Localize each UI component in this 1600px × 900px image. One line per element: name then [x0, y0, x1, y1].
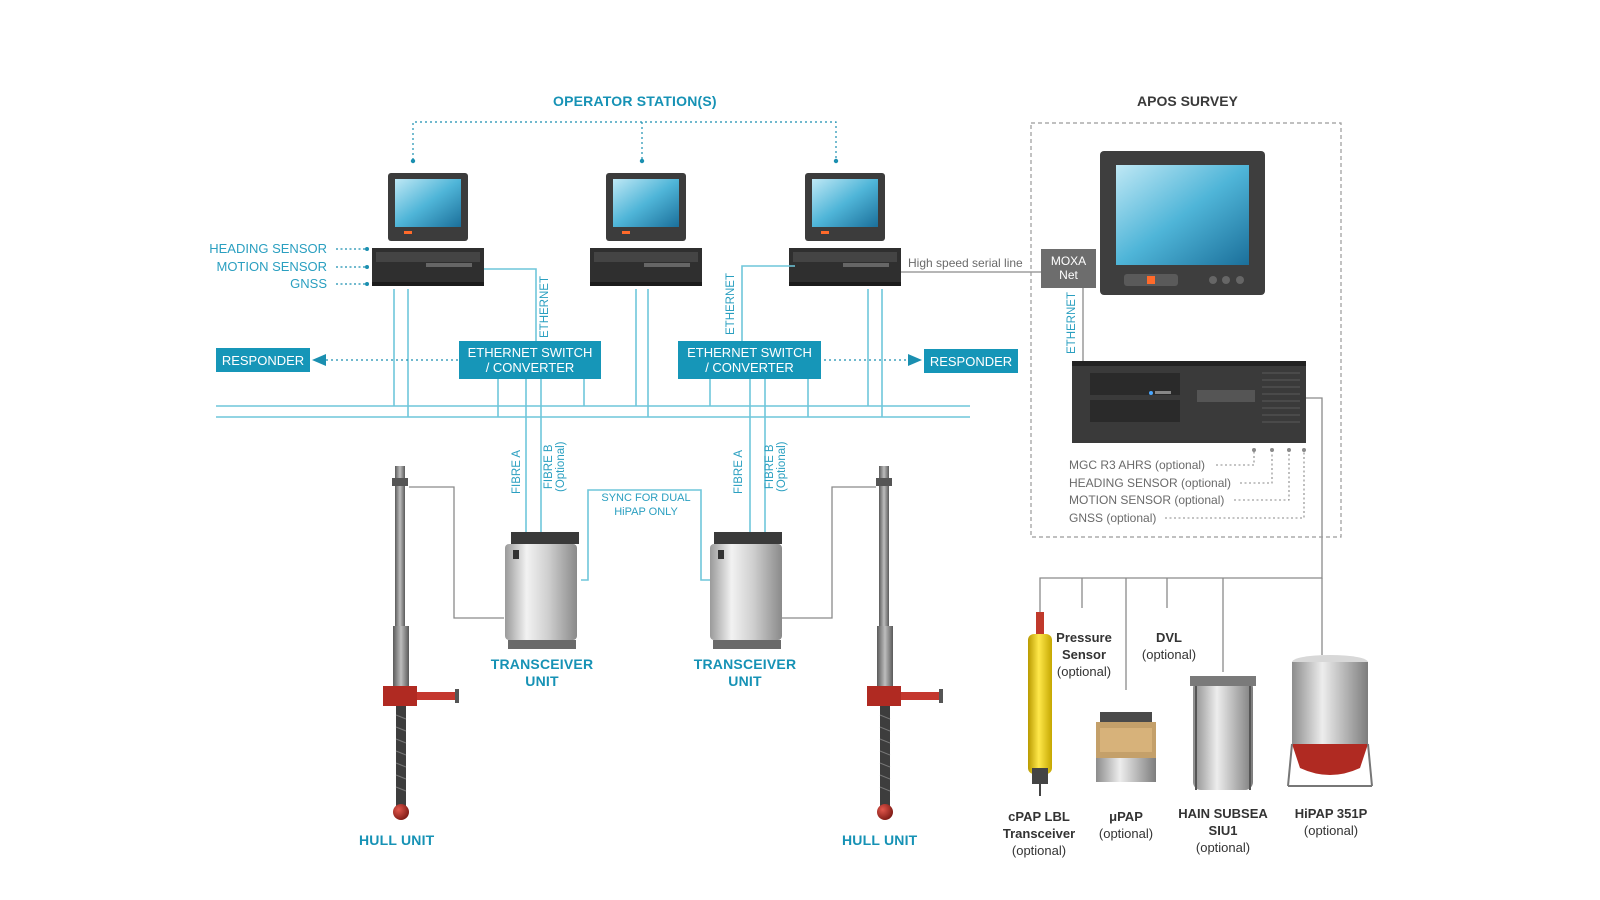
fibre-a-right: FIBRE A	[733, 449, 745, 494]
transceiver-label-right: TRANSCEIVER UNIT	[685, 656, 805, 690]
dvl-line1: DVL	[1156, 630, 1182, 645]
moxa-label: MOXA Net	[1041, 254, 1096, 282]
left-sensor-motion: MOTION SENSOR	[216, 259, 327, 274]
fibre-a-left: FIBRE A	[511, 449, 523, 494]
moxa-box	[1041, 249, 1096, 288]
apos-pc	[1072, 361, 1306, 443]
apos-sensor-dots	[1252, 448, 1306, 452]
switch-2-line2: / CONVERTER	[705, 360, 794, 375]
transceiver-right-line1: TRANSCEIVER	[693, 656, 797, 672]
cpap-line2: Transceiver	[1002, 826, 1076, 841]
transceiver-label-left: TRANSCEIVER UNIT	[482, 656, 602, 690]
switch-1-line2: / CONVERTER	[485, 360, 575, 375]
moxa-line2: Net	[1059, 268, 1078, 282]
pressure-line2: Sensor	[1061, 647, 1107, 662]
moxa-line1: MOXA	[1050, 254, 1087, 268]
hipap-label: HiPAP 351P (optional)	[1287, 805, 1375, 839]
responder-arrow-right	[908, 354, 922, 366]
fibre-b-right-line2: (Optional)	[776, 441, 788, 493]
upap-line1: μPAP	[1109, 809, 1143, 824]
hain-label: HAIN SUBSEA SIU1 (optional)	[1170, 805, 1276, 856]
responder-arrow-left	[312, 354, 326, 366]
responder-right: RESPONDER	[924, 349, 1018, 373]
workstation-1	[372, 173, 484, 286]
upap-label: μPAP (optional)	[1091, 808, 1161, 842]
apos-sensor-motion: MOTION SENSOR (optional)	[1069, 493, 1225, 507]
upap-transponder	[1096, 712, 1156, 782]
ethernet-switch-1: ETHERNET SWITCH / CONVERTER	[459, 341, 601, 379]
fibre-b-left-line1: FIBRE B	[543, 444, 555, 490]
upap-line2: (optional)	[1098, 826, 1154, 841]
dvl-label: DVL (optional)	[1134, 629, 1204, 663]
dvl-line2: (optional)	[1141, 647, 1197, 662]
hipap-line1: HiPAP 351P	[1294, 806, 1368, 821]
transceiver-left-line1: TRANSCEIVER	[490, 656, 594, 672]
hain-line3: (optional)	[1195, 840, 1251, 855]
transceiver-cabinet-left	[505, 532, 579, 649]
sync-line2: HiPAP ONLY	[614, 506, 678, 518]
sync-label: SYNC FOR DUAL HiPAP ONLY	[591, 491, 701, 519]
serial-line-label: High speed serial line	[908, 256, 1023, 270]
apos-sensor-ahrs: MGC R3 AHRS (optional)	[1069, 458, 1206, 472]
hull-unit-label-left: HULL UNIT	[359, 832, 435, 848]
hipap-line2: (optional)	[1303, 823, 1359, 838]
hull-unit-label-right: HULL UNIT	[842, 832, 918, 848]
cpap-label: cPAP LBL Transceiver (optional)	[994, 808, 1084, 859]
fibre-b-left: FIBRE B (Optional)	[543, 442, 567, 493]
ethernet-label-1: ETHERNET	[539, 276, 551, 338]
grey-lines	[409, 271, 1323, 690]
left-sensor-heading: HEADING SENSOR	[209, 241, 327, 256]
pressure-line3: (optional)	[1056, 664, 1112, 679]
switch-1-line1: ETHERNET SWITCH	[467, 345, 593, 360]
operator-bracket	[412, 121, 837, 160]
apos-survey-title: APOS SURVEY	[1137, 93, 1238, 109]
cpap-transceiver	[1028, 612, 1052, 796]
left-sensor-gnss: GNSS	[290, 276, 327, 291]
apos-sensor-leaders	[1165, 450, 1305, 519]
sensor-leader-dots	[365, 247, 369, 286]
fibre-b-right-line1: FIBRE B	[764, 444, 776, 490]
transceiver-cabinet-right	[710, 532, 782, 649]
sensor-leaders	[336, 248, 366, 285]
transceiver-right-line2: UNIT	[728, 673, 762, 689]
hain-line1: HAIN SUBSEA	[1178, 806, 1268, 821]
network-lines	[216, 265, 970, 581]
hull-unit-left	[383, 466, 459, 820]
hipap-351p	[1287, 655, 1373, 787]
apos-sensor-gnss: GNSS (optional)	[1069, 511, 1157, 525]
pressure-sensor-label: Pressure Sensor (optional)	[1051, 629, 1117, 680]
transceiver-left-line2: UNIT	[525, 673, 559, 689]
apos-sensor-heading: HEADING SENSOR (optional)	[1069, 476, 1232, 490]
apos-monitor	[1100, 151, 1265, 295]
responder-left: RESPONDER	[216, 348, 310, 372]
switch-2-line1: ETHERNET SWITCH	[687, 345, 812, 360]
fibre-b-right: FIBRE B (Optional)	[764, 442, 788, 493]
pressure-line1: Pressure	[1056, 630, 1112, 645]
workstation-2	[590, 173, 702, 286]
hain-subsea-siu1	[1190, 676, 1256, 790]
cpap-line3: (optional)	[1011, 843, 1067, 858]
apos-survey-frame	[1030, 122, 1342, 538]
fibre-b-left-line2: (Optional)	[555, 441, 567, 493]
ethernet-label-2: ETHERNET	[725, 273, 737, 335]
ethernet-label-apos: ETHERNET	[1066, 292, 1078, 354]
hull-unit-right	[867, 466, 943, 820]
cpap-line1: cPAP LBL	[1008, 809, 1070, 824]
ethernet-switch-2: ETHERNET SWITCH / CONVERTER	[678, 341, 821, 379]
sync-line1: SYNC FOR DUAL	[601, 492, 691, 504]
bracket-dots	[410, 158, 839, 164]
operator-stations-title: OPERATOR STATION(S)	[553, 93, 717, 109]
hain-line2: SIU1	[1208, 823, 1238, 838]
workstation-3	[789, 173, 901, 286]
